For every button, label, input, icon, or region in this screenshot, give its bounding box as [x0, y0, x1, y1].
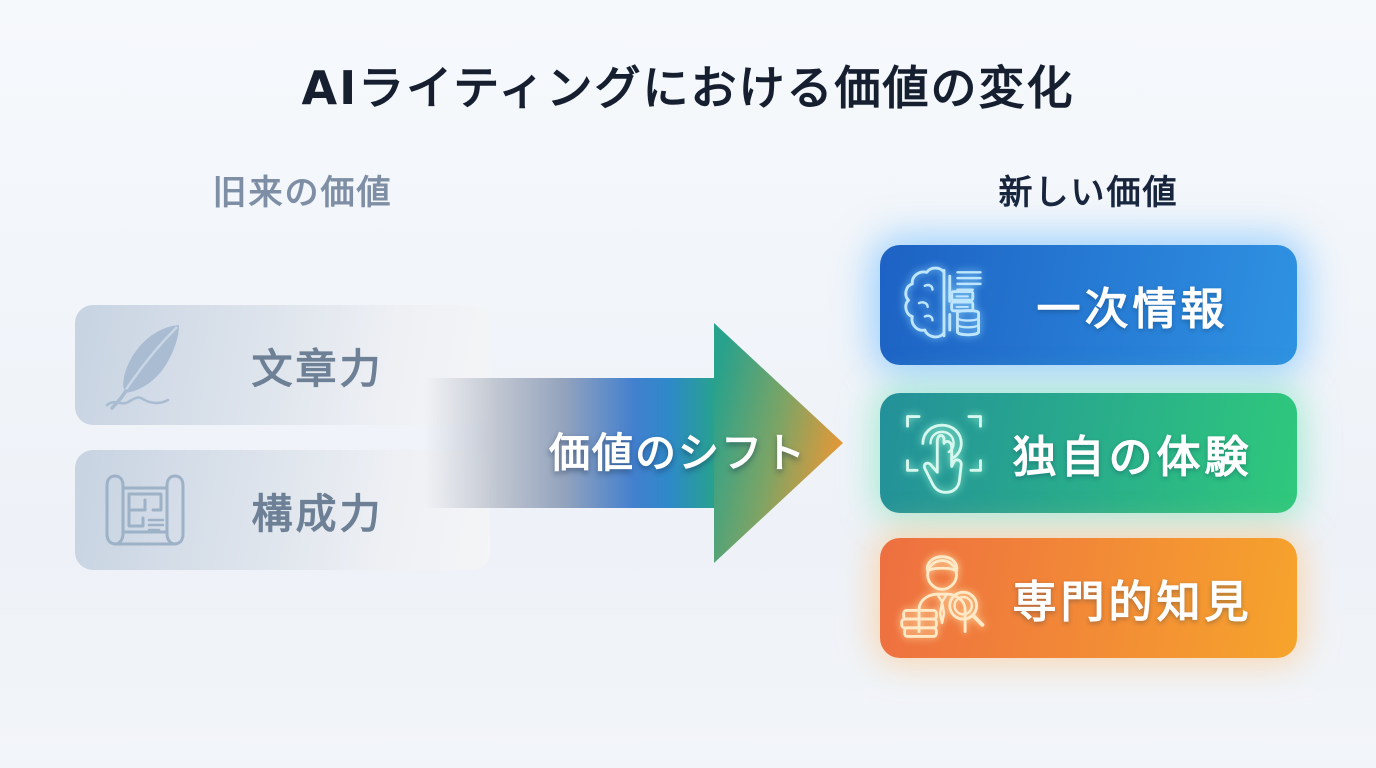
- expert-magnifier-icon: [892, 544, 996, 652]
- new-value-card-expertise: 専門的知見: [880, 538, 1297, 658]
- new-value-label-expertise: 専門的知見: [1012, 577, 1253, 628]
- brain-database-icon: [892, 251, 996, 359]
- old-value-label-structure: 構成力: [251, 490, 384, 538]
- page-title: AIライティングにおける価値の変化: [301, 61, 1075, 115]
- touch-interaction-icon: [892, 399, 996, 507]
- new-value-card-unique-experience: 独自の体験: [880, 393, 1297, 513]
- blueprint-icon: [89, 458, 201, 562]
- value-shift-arrow: 価値のシフト: [425, 323, 843, 563]
- old-value-label-writing: 文章力: [251, 345, 384, 393]
- old-value-card-writing: 文章力: [75, 305, 490, 425]
- new-value-column-header: 新しい価値: [998, 173, 1179, 213]
- old-value-column-header: 旧来の価値: [212, 173, 393, 213]
- new-value-label-primary-info: 一次情報: [1036, 284, 1229, 335]
- quill-icon: [89, 313, 201, 417]
- new-value-label-unique-experience: 独自の体験: [1012, 432, 1253, 483]
- new-value-card-primary-info: 一次情報: [880, 245, 1297, 365]
- arrow-label: 価値のシフト: [549, 429, 807, 477]
- arrow-shaft: [425, 378, 715, 508]
- old-value-card-structure: 構成力: [75, 450, 490, 570]
